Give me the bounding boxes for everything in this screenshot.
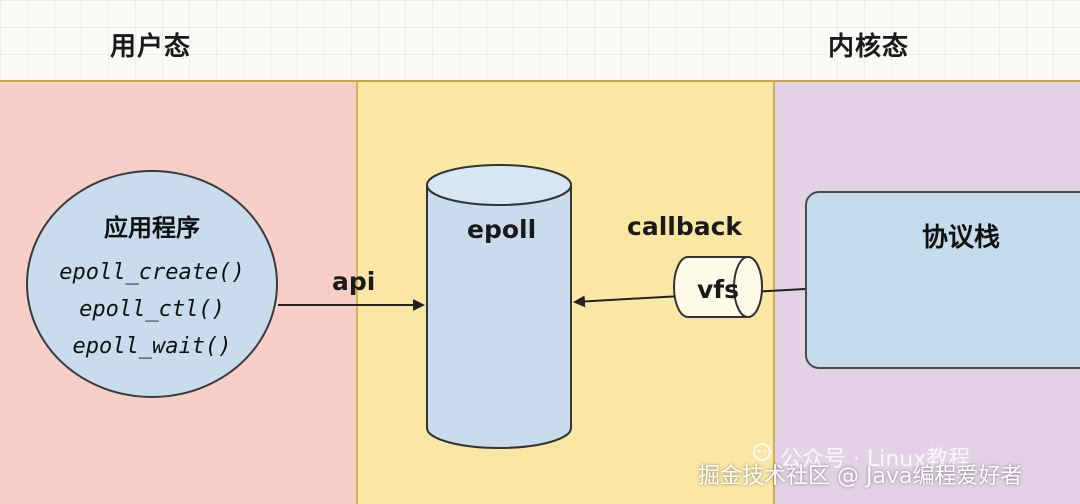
watermark-account: 公众号 · Linux教程 xyxy=(780,447,971,472)
protocol-stack-label: 协议栈 xyxy=(922,223,1001,253)
callback-label: callback xyxy=(627,212,743,241)
application-title: 应用程序 xyxy=(104,214,200,242)
epoll-create-label: epoll_create() xyxy=(59,260,245,285)
epoll-wait-label: epoll_wait() xyxy=(72,334,232,359)
protocol-stack-node: 协议栈 xyxy=(805,191,1080,369)
vfs-cylinder xyxy=(673,256,763,318)
vfs-label: vfs xyxy=(697,275,740,304)
api-label: api xyxy=(332,267,376,296)
application-node: 应用程序 epoll_create() epoll_ctl() epoll_wa… xyxy=(26,170,278,398)
watermark-source: 掘金技术社区 @ Java编程爱好者 xyxy=(698,464,1023,489)
epoll-label: epoll xyxy=(467,215,537,244)
epoll-cylinder xyxy=(426,164,572,449)
wechat-icon xyxy=(753,443,771,461)
epoll-ctl-label: epoll_ctl() xyxy=(79,297,225,322)
kernel-space-heading: 内核态 xyxy=(828,32,910,62)
user-space-heading: 用户态 xyxy=(110,32,192,62)
